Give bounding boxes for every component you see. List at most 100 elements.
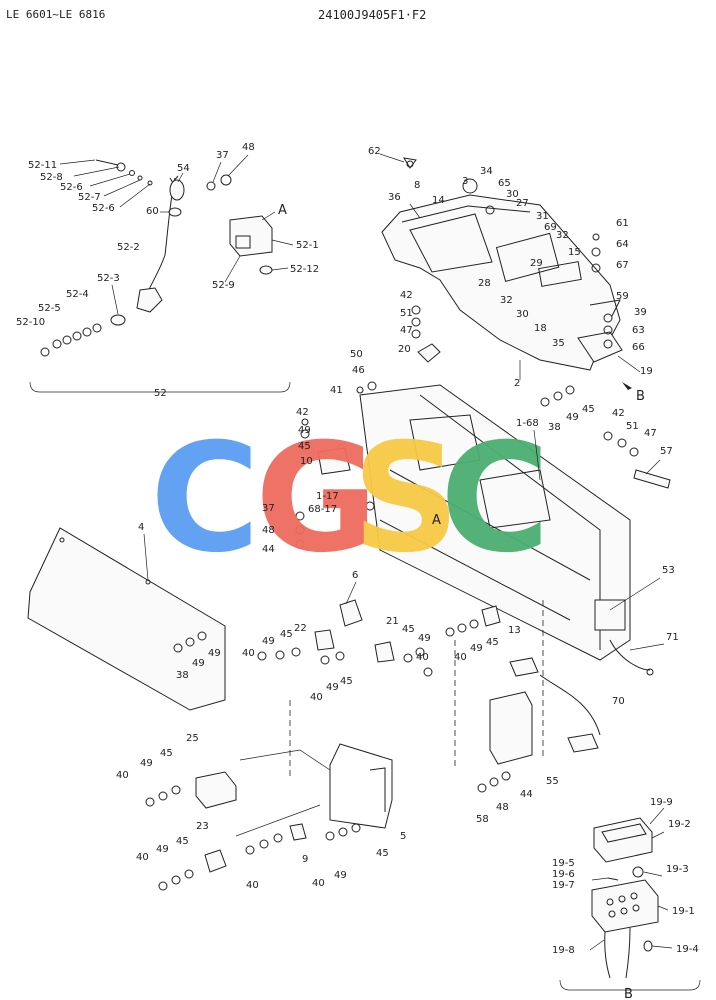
callout: 52-10 [16, 317, 45, 328]
callout: 52-6 [92, 203, 115, 214]
callout: 52-3 [97, 273, 120, 284]
relay-units [145, 657, 601, 891]
model-range-label: LE 6601~LE 6816 [6, 8, 106, 21]
callout: 64 [616, 239, 629, 250]
callout: 49 [334, 870, 347, 881]
callout: 45 [340, 676, 353, 687]
callout: 25 [186, 733, 199, 744]
callout: 47 [400, 325, 413, 336]
callout: 47 [644, 428, 657, 439]
callout: 60 [146, 206, 159, 217]
callout: 10 [300, 456, 313, 467]
callout: 44 [262, 544, 275, 555]
callout: 40 [310, 692, 323, 703]
callout: 52-4 [66, 289, 89, 300]
callout: 20 [398, 344, 411, 355]
callout: 58 [476, 814, 489, 825]
callout: 59 [616, 291, 629, 302]
callout: 49 [156, 844, 169, 855]
callout: 14 [432, 195, 445, 206]
callout: 54 [177, 163, 190, 174]
callout: 3 [462, 176, 468, 187]
callout: 52 [154, 388, 167, 399]
drawing-code-label: 24100J9405F1·F2 [318, 8, 427, 22]
arrow-to-detail-b [622, 382, 632, 390]
callout: A [278, 203, 287, 218]
callout: 19-7 [552, 880, 575, 891]
callout: 45 [298, 441, 311, 452]
callout: 19-2 [668, 819, 691, 830]
callout: 45 [160, 748, 173, 759]
detail-b-relay-box [559, 817, 701, 991]
callout: 19-8 [552, 945, 575, 956]
callout: 15 [568, 247, 581, 258]
callout: 45 [376, 848, 389, 859]
callout: 41 [330, 385, 343, 396]
callout: 5 [400, 831, 406, 842]
callout: 42 [296, 407, 309, 418]
callout: 48 [496, 802, 509, 813]
callout: 49 [140, 758, 153, 769]
callout: 49 [566, 412, 579, 423]
gear-lever-assembly [29, 159, 291, 393]
callout: 51 [400, 308, 413, 319]
callout: 71 [666, 632, 679, 643]
callout: 40 [246, 880, 259, 891]
callout: 40 [416, 652, 429, 663]
callout: B [636, 389, 645, 404]
callout: 32 [556, 230, 569, 241]
callout: B [624, 987, 633, 1000]
callout: 52-11 [28, 160, 57, 171]
watermark-letter-c1: C [150, 412, 260, 586]
callout: 18 [534, 323, 547, 334]
callout: 48 [262, 525, 275, 536]
callout: 52-9 [212, 280, 235, 291]
callout: 19-4 [676, 944, 699, 955]
callout: 44 [520, 789, 533, 800]
callout: 1-17 [316, 491, 339, 502]
callout: 27 [516, 198, 529, 209]
callout: A [432, 513, 441, 528]
leader-lines [59, 153, 673, 951]
callout: 1-68 [516, 418, 539, 429]
callout: 52-7 [78, 192, 101, 203]
callout: 63 [632, 325, 645, 336]
callout: 65 [498, 178, 511, 189]
callout: 53 [662, 565, 675, 576]
callout: 13 [508, 625, 521, 636]
callout: 61 [616, 218, 629, 229]
callout: 28 [478, 278, 491, 289]
callout: 40 [312, 878, 325, 889]
callout: 49 [326, 682, 339, 693]
callout: 46 [352, 365, 365, 376]
callout: 19-1 [672, 906, 695, 917]
callout: 38 [176, 670, 189, 681]
callout: 2 [514, 378, 520, 389]
callout: 34 [480, 166, 493, 177]
console-top-cover [381, 157, 623, 371]
callout: 50 [350, 349, 363, 360]
watermark-letter-g: G [255, 412, 378, 586]
watermark-letter-c2: C [440, 412, 550, 586]
callout: 45 [582, 404, 595, 415]
watermark: C G S C [150, 412, 550, 586]
callout: 30 [516, 309, 529, 320]
callout: 51 [626, 421, 639, 432]
callout: 42 [400, 290, 413, 301]
callout: 36 [388, 192, 401, 203]
callout: 8 [414, 180, 420, 191]
callout: 40 [454, 652, 467, 663]
callout: 40 [116, 770, 129, 781]
callout: 45 [280, 629, 293, 640]
callout: 66 [632, 342, 645, 353]
callout: 19-3 [666, 864, 689, 875]
callout: 37 [216, 150, 229, 161]
callout: 42 [612, 408, 625, 419]
callout: 52-1 [296, 240, 319, 251]
callout: 37 [262, 503, 275, 514]
callout: 69 [544, 222, 557, 233]
part-callouts: 52-11 52-8 52-6 52-7 52-6 54 37 48 A 60 … [16, 142, 699, 1000]
callout: 67 [616, 260, 629, 271]
